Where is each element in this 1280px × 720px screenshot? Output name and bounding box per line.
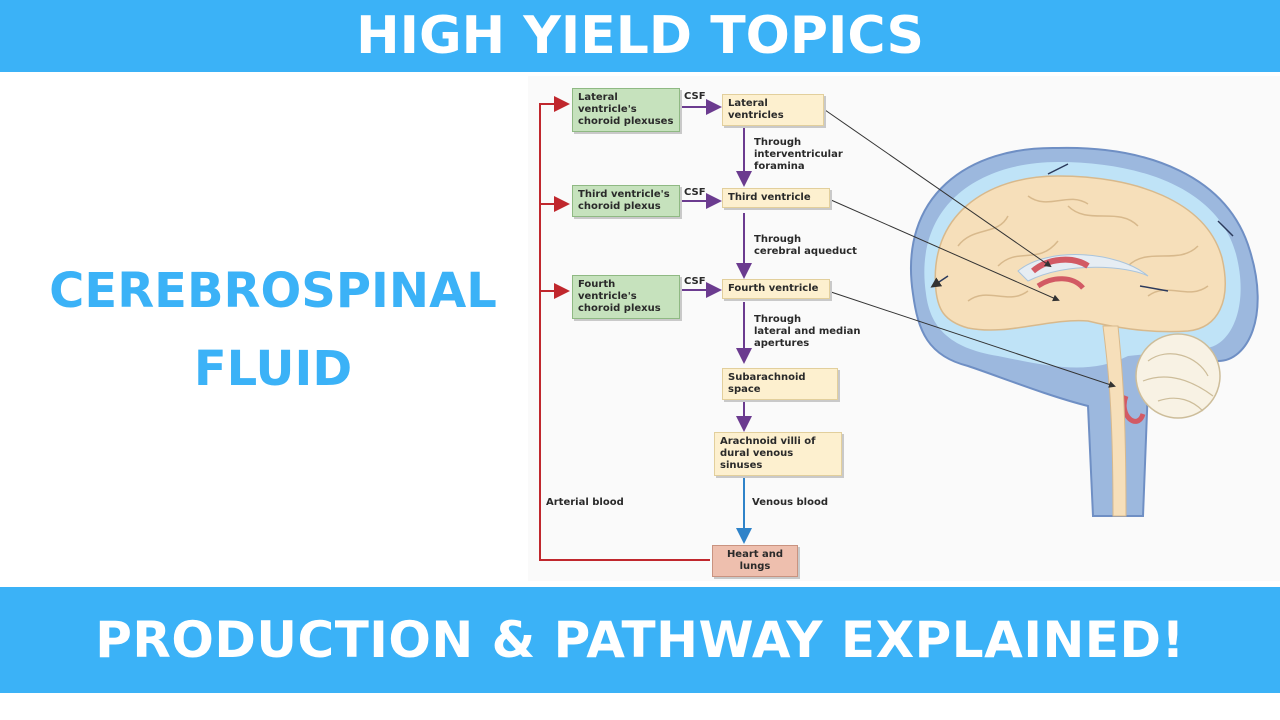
arachnoid-villi-box: Arachnoid villi of dural venous sinuses [714,432,842,476]
brain-sagittal-illustration [910,146,1259,517]
csf-pathway-diagram: Lateral ventricle's choroid plexuses Thi… [528,76,1280,581]
subject-line-1: CEREBROSPINAL [49,263,497,319]
header-title: HIGH YIELD TOPICS [356,6,924,66]
path-interventricular-label: Through interventricular foramina [754,137,843,172]
csf-label-lateral: CSF [684,91,706,102]
third-ventricle-box: Third ventricle [722,188,830,208]
pointer-lines [824,109,1116,388]
path-aqueduct-label: Through cerebral aqueduct [754,234,857,257]
subarachnoid-space-box: Subarachnoid space [722,368,838,400]
venous-blood-label: Venous blood [752,497,829,508]
footer-title: PRODUCTION & PATHWAY EXPLAINED! [95,611,1185,669]
header-banner: HIGH YIELD TOPICS [0,0,1280,72]
fourth-ventricle-box: Fourth ventricle [722,279,830,299]
path-apertures-label: Through lateral and median apertures [754,314,861,349]
third-choroid-plexus-box: Third ventricle's choroid plexus [572,185,680,217]
footer-banner: PRODUCTION & PATHWAY EXPLAINED! [0,587,1280,693]
diagram-arrows [539,96,1259,561]
fourth-choroid-plexus-box: Fourth ventricle's choroid plexus [572,275,680,319]
lateral-ventricles-box: Lateral ventricles [722,94,824,126]
subject-title: CEREBROSPINAL FLUID [18,252,528,408]
subject-line-2: FLUID [193,341,353,397]
arterial-blood-arrows [539,96,710,561]
csf-label-fourth: CSF [684,276,706,287]
csf-label-third: CSF [684,187,706,198]
heart-and-lungs-box: Heart and lungs [712,545,798,577]
arterial-blood-label: Arterial blood [546,497,624,508]
lateral-choroid-plexus-box: Lateral ventricle's choroid plexuses [572,88,680,132]
